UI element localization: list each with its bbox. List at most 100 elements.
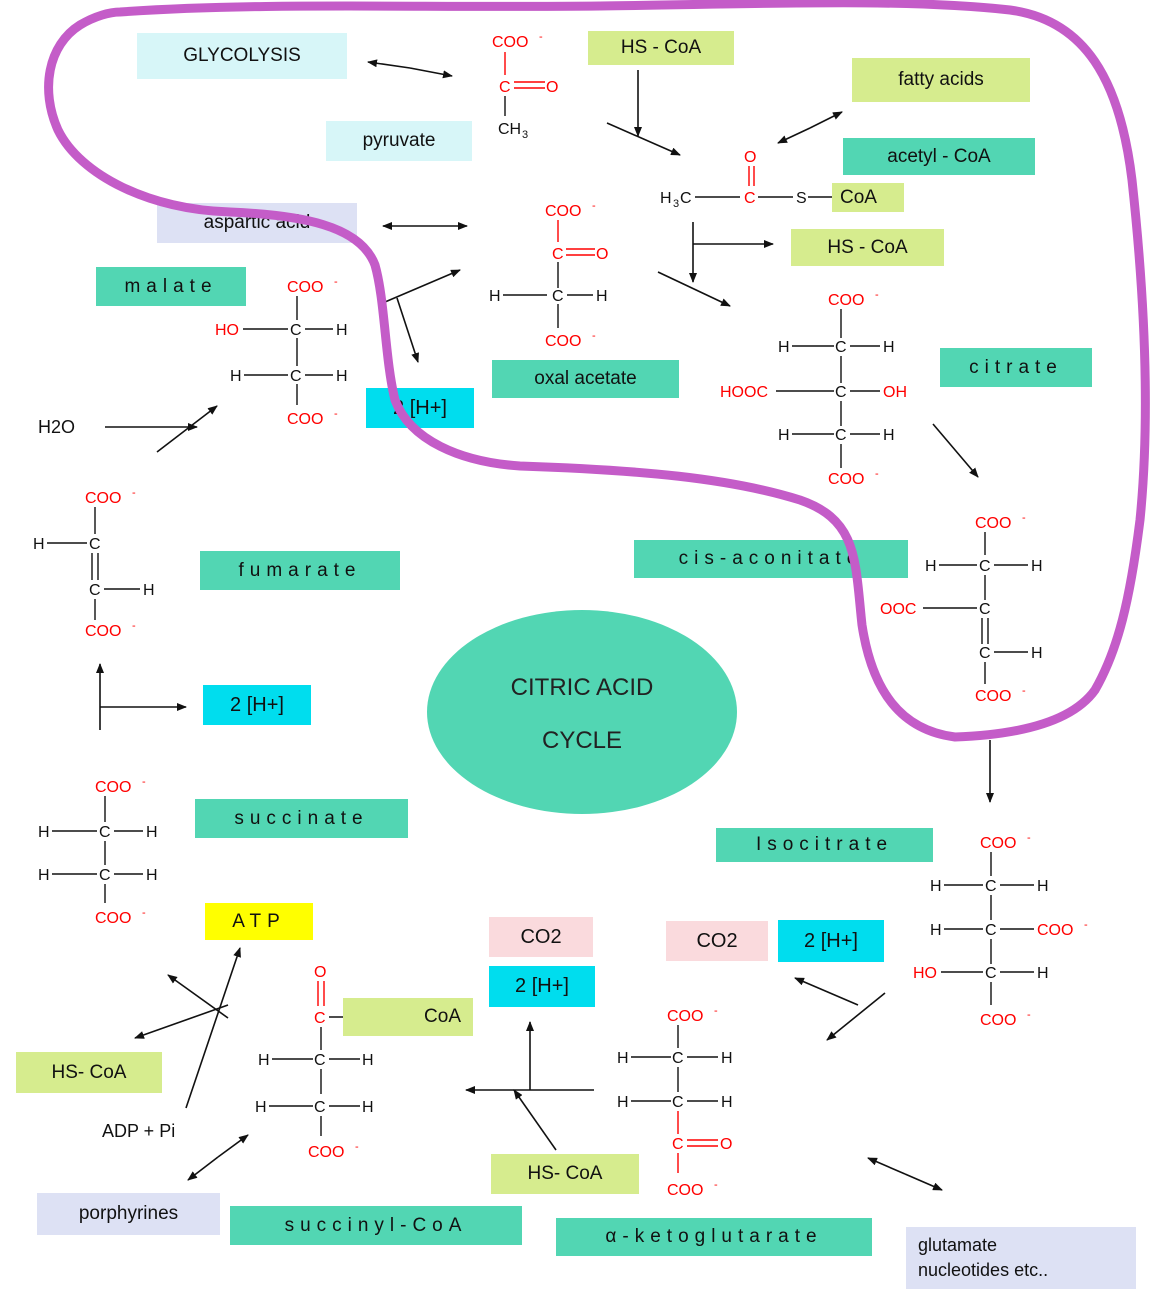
svg-text:COO: COO <box>975 515 1011 532</box>
svg-text:C: C <box>835 384 847 401</box>
svg-text:H: H <box>1037 878 1049 895</box>
malate-label: malate <box>96 267 246 306</box>
svg-text:3: 3 <box>522 129 528 141</box>
svg-text:H: H <box>778 427 790 444</box>
svg-text:C: C <box>672 1094 684 1111</box>
svg-text:C: C <box>672 1136 684 1153</box>
svg-text:-: - <box>592 330 596 342</box>
svg-text:OOC: OOC <box>880 601 916 618</box>
glycolysis-label: GLYCOLYSIS <box>137 33 347 79</box>
adp-pi-label: ADP + Pi <box>102 1121 175 1141</box>
svg-text:COO: COO <box>287 411 323 428</box>
svg-text:-: - <box>334 276 338 288</box>
svg-text:-: - <box>1022 685 1026 697</box>
cycle-title-line2: CYCLE <box>542 727 622 754</box>
svg-text:COO: COO <box>287 279 323 296</box>
svg-text:H: H <box>258 1052 270 1069</box>
co2-right-label: CO2 <box>666 921 768 961</box>
svg-text:-: - <box>142 776 146 788</box>
svg-text:O: O <box>546 79 558 96</box>
svg-text:COO: COO <box>667 1182 703 1199</box>
acetyl-coa-label: acetyl - CoA <box>843 138 1035 175</box>
svg-text:-: - <box>142 907 146 919</box>
hscoa-bottom-label: HS- CoA <box>491 1154 639 1194</box>
svg-text:OH: OH <box>883 384 907 401</box>
succinate-label: succinate <box>195 799 408 838</box>
svg-text:H: H <box>930 922 942 939</box>
svg-text:C: C <box>89 536 101 553</box>
succinyl-coa-label: succinyl-CoA <box>230 1206 522 1245</box>
svg-text:HO: HO <box>215 322 239 339</box>
svg-text:H: H <box>489 288 501 305</box>
svg-text:C: C <box>99 824 111 841</box>
svg-text:C: C <box>835 427 847 444</box>
svg-text:H: H <box>1037 965 1049 982</box>
hydrogen-top-label: 2 [H+] <box>366 388 474 428</box>
svg-text:COO: COO <box>308 1144 344 1161</box>
svg-text:C: C <box>744 190 756 207</box>
svg-text:S: S <box>796 190 807 207</box>
svg-text:C: C <box>979 558 991 575</box>
pyruvate-label: pyruvate <box>326 121 472 161</box>
svg-text:C: C <box>680 190 692 207</box>
citrate-label: citrate <box>940 348 1092 387</box>
svg-text:C: C <box>314 1010 326 1027</box>
atp-label: ATP <box>205 903 313 940</box>
svg-text:-: - <box>539 31 543 43</box>
svg-text:COO: COO <box>828 292 864 309</box>
cis-aconitate-label: cis-aconitate <box>634 540 908 578</box>
svg-text:H: H <box>230 368 242 385</box>
svg-text:-: - <box>1084 919 1088 931</box>
svg-text:-: - <box>1027 832 1031 844</box>
svg-text:H: H <box>336 322 348 339</box>
svg-text:COO: COO <box>1037 922 1073 939</box>
succinate-structure: COO- H C H H C H COO- <box>38 776 158 927</box>
hscoa-right-label: HS - CoA <box>791 229 944 266</box>
svg-text:H: H <box>778 339 790 356</box>
svg-text:C: C <box>985 922 997 939</box>
svg-text:-: - <box>1022 512 1026 524</box>
svg-text:H: H <box>660 190 672 207</box>
svg-text:-: - <box>132 487 136 499</box>
hydrogen-mid-label: 2 [H+] <box>489 966 595 1007</box>
cycle-title-line1: CITRIC ACID <box>511 674 654 701</box>
svg-text:COO: COO <box>975 688 1011 705</box>
svg-text:-: - <box>334 408 338 420</box>
svg-text:C: C <box>979 601 991 618</box>
svg-text:CH: CH <box>498 121 521 138</box>
svg-text:C: C <box>314 1099 326 1116</box>
svg-text:COO: COO <box>85 490 121 507</box>
glutamate-nucleotides-label: glutamate nucleotides etc.. <box>906 1227 1136 1289</box>
svg-text:COO: COO <box>492 34 528 51</box>
svg-text:C: C <box>499 79 511 96</box>
svg-text:H: H <box>883 339 895 356</box>
alpha-ketoglutarate-structure: COO- H C H H C H C O COO- <box>617 1005 733 1199</box>
svg-text:C: C <box>552 288 564 305</box>
svg-text:O: O <box>720 1136 732 1153</box>
svg-text:3: 3 <box>673 198 679 210</box>
svg-text:H: H <box>362 1052 374 1069</box>
svg-text:H: H <box>617 1050 629 1067</box>
svg-text:COO: COO <box>980 1012 1016 1029</box>
svg-text:-: - <box>875 289 879 301</box>
svg-text:O: O <box>744 149 756 166</box>
svg-text:H: H <box>255 1099 267 1116</box>
svg-text:COO: COO <box>85 623 121 640</box>
svg-text:C: C <box>835 339 847 356</box>
svg-text:H: H <box>925 558 937 575</box>
svg-text:COO: COO <box>980 835 1016 852</box>
co2-mid-label: CO2 <box>489 917 593 957</box>
svg-text:H: H <box>146 867 158 884</box>
svg-text:H: H <box>1031 645 1043 662</box>
svg-text:C: C <box>979 645 991 662</box>
isocitrate-label: Isocitrate <box>716 828 933 862</box>
svg-text:C: C <box>89 582 101 599</box>
aspartic-acid-label: aspartic acid <box>157 203 357 243</box>
svg-text:COO: COO <box>667 1008 703 1025</box>
svg-text:-: - <box>355 1141 359 1153</box>
coa-tag: CoA <box>832 183 904 212</box>
svg-text:C: C <box>672 1050 684 1067</box>
